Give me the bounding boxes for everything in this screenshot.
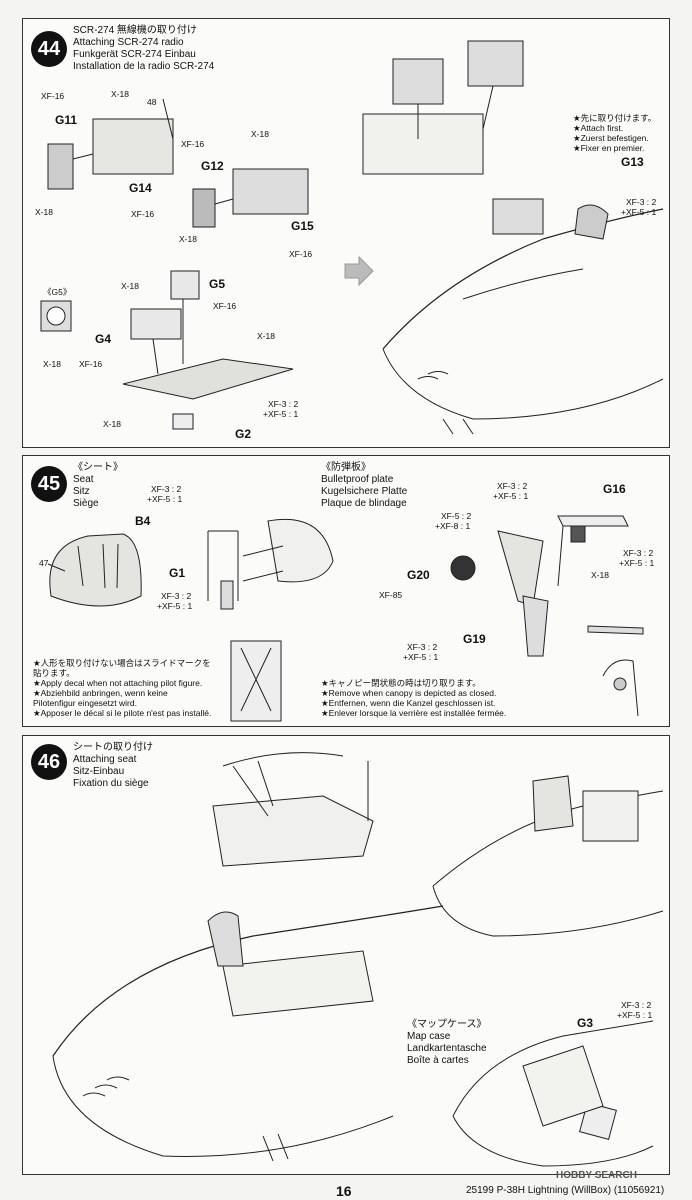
- part-label-g1: G1: [169, 566, 186, 580]
- step-number: 44: [31, 31, 67, 67]
- radio-box-g12: [232, 168, 309, 215]
- paint-callout: XF-3 : 2: [268, 399, 299, 409]
- step-46-illustration: [52, 752, 664, 1167]
- part-ref-number: 48: [147, 97, 157, 107]
- part-label-g2: G2: [235, 427, 252, 441]
- paint-callout: XF-3 : 2: [621, 1000, 652, 1010]
- part-label-g11: G11: [55, 113, 78, 127]
- paint-callout: XF-3 : 2: [161, 591, 192, 601]
- step-44-panel: 44 SCR-274 無線機の取り付け Attaching SCR-274 ra…: [22, 18, 670, 448]
- seat-view-2: [532, 775, 574, 832]
- seat-b4: [49, 533, 142, 607]
- part-g19: [522, 595, 549, 657]
- inset-label: 《G5》: [43, 287, 72, 297]
- paint-callout: X-18: [35, 207, 53, 217]
- radio-unit-top-2: [467, 40, 524, 87]
- paint-callout: XF-16: [41, 91, 65, 101]
- paint-callout: +XF-5 : 1: [263, 409, 299, 419]
- step-title: SCR-274 無線機の取り付け Attaching SCR-274 radio…: [73, 25, 214, 73]
- step-45-illustration: [47, 515, 644, 722]
- radio-box-g5: [170, 270, 200, 300]
- part-label-g5: G5: [209, 277, 226, 291]
- armor-plate: [497, 530, 544, 607]
- paint-callout: +XF-5 : 1: [403, 652, 439, 662]
- part-label-g4: G4: [95, 332, 112, 346]
- title-jp: SCR-274 無線機の取り付け: [73, 25, 197, 36]
- page-number: 16: [336, 1183, 352, 1199]
- pilot-decal: [230, 640, 282, 722]
- title-fr: Installation de la radio SCR-274: [73, 61, 215, 72]
- part-label-b4: B4: [135, 514, 151, 528]
- part-label-g15: G15: [291, 219, 314, 233]
- step-title: シートの取り付け Attaching seat Sitz-Einbau Fixa…: [73, 742, 153, 789]
- step-arrow: [344, 255, 374, 287]
- paint-callout: XF-5 : 2: [441, 511, 472, 521]
- part-label-g20: G20: [407, 568, 430, 582]
- paint-callout: XF-3 : 2: [623, 548, 654, 558]
- paint-callout: X-18: [257, 331, 275, 341]
- step-46-panel: 46 シートの取り付け Attaching seat Sitz-Einbau F…: [22, 735, 670, 1175]
- radio-box-g14: [92, 118, 174, 175]
- step-44-illustration: [40, 40, 664, 435]
- watermark: HOBBY SEARCH: [556, 1170, 637, 1181]
- paint-callout: X-18: [43, 359, 61, 369]
- part-ref-number: 47: [39, 558, 49, 568]
- paint-callout: XF-85: [379, 590, 403, 600]
- title-de: Funkgerät SCR-274 Einbau: [73, 49, 196, 60]
- paint-callout: X-18: [121, 281, 139, 291]
- part-g20: [450, 555, 476, 581]
- paint-callout: XF-16: [131, 209, 155, 219]
- attach-first-note: ★先に取り付けます。 ★Attach first. ★Zuerst befest…: [573, 113, 657, 153]
- step-number: 46: [31, 744, 67, 780]
- radio-tray-g2: [122, 358, 294, 400]
- product-code: 25199 P-38H Lightning (WillBox) (1105692…: [466, 1185, 665, 1196]
- radio-rack-assembly: [362, 113, 484, 175]
- paint-callout: +XF-5 : 1: [147, 494, 183, 504]
- paint-callout: XF-3 : 2: [626, 197, 657, 207]
- step-number: 45: [31, 466, 67, 502]
- title-en: Attaching SCR-274 radio: [73, 37, 184, 48]
- paint-callout: XF-16: [289, 249, 313, 259]
- paint-callout: +XF-5 : 1: [493, 491, 529, 501]
- paint-callout: XF-16: [181, 139, 205, 149]
- paint-callout: +XF-8 : 1: [435, 521, 471, 531]
- radio-panel-g12: [192, 188, 216, 228]
- paint-callout: +XF-5 : 1: [157, 601, 193, 611]
- paint-callout: +XF-5 : 1: [617, 1010, 653, 1020]
- part-g13: [574, 204, 609, 240]
- part-label-g13: G13: [621, 155, 644, 169]
- paint-callout: XF-3 : 2: [151, 484, 182, 494]
- paint-callout: XF-3 : 2: [407, 642, 438, 652]
- plate-title: 《防弾板》 Bulletproof plate Kugelsichere Pla…: [321, 462, 408, 509]
- pilot-decal-note: ★人形を取り付けない場合はスライドマークを 貼ります。 ★Apply decal…: [33, 658, 212, 718]
- paint-callout: X-18: [251, 129, 269, 139]
- paint-callout: X-18: [591, 570, 609, 580]
- part-label-g14: G14: [129, 181, 152, 195]
- part-label-g16: G16: [603, 482, 626, 496]
- paint-callout: X-18: [103, 419, 121, 429]
- paint-callout: X-18: [179, 234, 197, 244]
- seat-installed: [207, 911, 244, 967]
- part-label-g19: G19: [463, 632, 486, 646]
- paint-callout: +XF-5 : 1: [621, 207, 657, 217]
- seat-title: 《シート》 Seat Sitz Siège: [73, 462, 123, 509]
- radio-unit-top: [392, 58, 444, 105]
- canopy-note: ★キャノピー閉状態の時は切り取ります。 ★Remove when canopy …: [321, 678, 507, 718]
- radio-panel-g11: [47, 143, 74, 190]
- paint-callout: X-18: [111, 89, 129, 99]
- part-label-g3: G3: [577, 1016, 594, 1030]
- part-label-g12: G12: [201, 159, 224, 173]
- paint-callout: +XF-5 : 1: [619, 558, 655, 568]
- step-45-panel: 45 《シート》 Seat Sitz Siège XF-3 : 2 +XF-5 …: [22, 455, 670, 727]
- paint-callout: XF-16: [79, 359, 103, 369]
- radio-box-g4: [130, 308, 182, 340]
- part-g16: [557, 515, 629, 527]
- map-case-title: 《マップケース》 Map case Landkartentasche Boîte…: [407, 1019, 487, 1066]
- paint-callout: XF-16: [213, 301, 237, 311]
- paint-callout: XF-3 : 2: [497, 481, 528, 491]
